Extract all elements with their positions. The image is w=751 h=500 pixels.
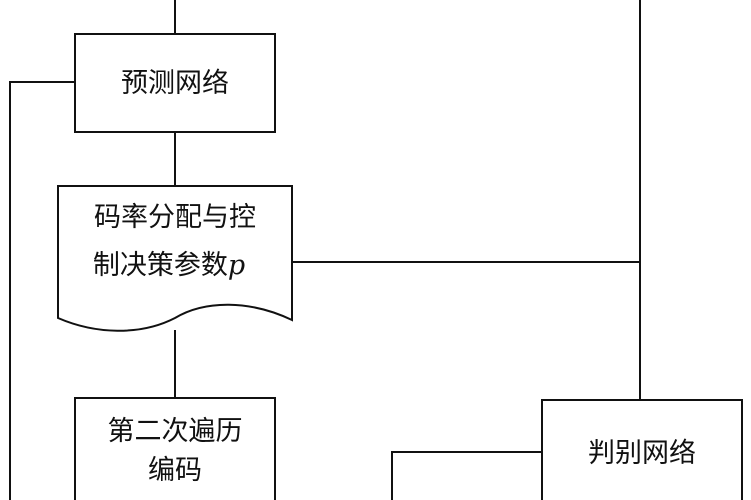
prediction-network-label: 预测网络	[121, 68, 229, 99]
second-traversal-encoding-box	[74, 397, 276, 500]
discriminator-network-node: 判别网络	[541, 399, 743, 500]
second-traversal-encoding-line2: 编码	[148, 455, 202, 486]
rate-control-parameter-line1: 码率分配与控	[94, 202, 256, 233]
discriminator-network-box	[541, 399, 743, 500]
second-traversal-encoding-node: 第二次遍历 编码	[74, 397, 276, 500]
rate-control-parameter-node: 码率分配与控 制决策参数p	[57, 185, 293, 332]
connector-left-feedback-loop	[9, 81, 75, 500]
rate-control-parameter-line2-text: 制决策参数	[93, 250, 228, 281]
connector-discriminator-to-bottom	[391, 451, 542, 500]
prediction-network-node: 预测网络	[74, 33, 276, 133]
discriminator-network-label: 判别网络	[588, 438, 696, 469]
prediction-network-box	[74, 33, 276, 133]
rate-control-parameter-line2: 制决策参数p	[93, 250, 245, 281]
second-traversal-encoding-line1: 第二次遍历	[108, 416, 243, 447]
rate-control-parameter-document-shape	[57, 185, 293, 332]
rate-control-parameter-variable: p	[228, 250, 245, 281]
